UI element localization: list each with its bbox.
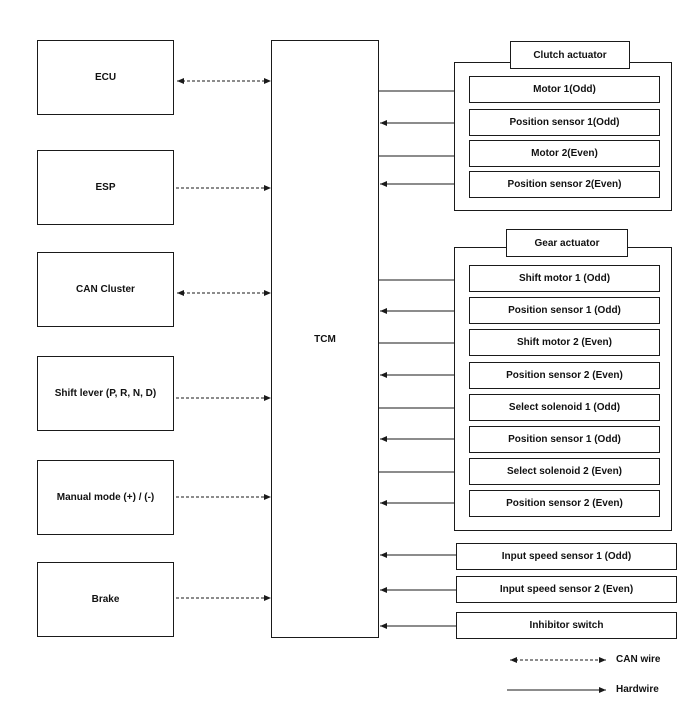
tcm-box: TCM (271, 40, 379, 638)
gear-item-label: Position sensor 1 (Odd) (508, 305, 621, 316)
gear-item: Select solenoid 2 (Even) (469, 458, 660, 485)
gear-item: Shift motor 1 (Odd) (469, 265, 660, 292)
input-label: Shift lever (P, R, N, D) (54, 388, 157, 399)
gear-item-label: Shift motor 2 (Even) (516, 337, 612, 348)
input-box-shift-lever: Shift lever (P, R, N, D) (37, 356, 174, 431)
sensor-label: Inhibitor switch (529, 620, 604, 631)
clutch-item: Position sensor 1(Odd) (469, 109, 660, 136)
gear-item: Select solenoid 1 (Odd) (469, 394, 660, 421)
gear-item: Position sensor 2 (Even) (469, 362, 660, 389)
gear-item: Shift motor 2 (Even) (469, 329, 660, 356)
input-box-can-cluster: CAN Cluster (37, 252, 174, 327)
sensor-inhibitor-switch: Inhibitor switch (456, 612, 677, 639)
input-label: CAN Cluster (76, 284, 135, 295)
sensor-label: Input speed sensor 1 (Odd) (501, 551, 632, 562)
gear-item: Position sensor 1 (Odd) (469, 297, 660, 324)
input-box-manual-mode: Manual mode (+) / (-) (37, 460, 174, 535)
clutch-item-label: Motor 2(Even) (531, 148, 598, 159)
gear-item-label: Position sensor 1 (Odd) (508, 434, 621, 445)
gear-item-label: Position sensor 2 (Even) (506, 370, 623, 381)
sensor-input-speed-2: Input speed sensor 2 (Even) (456, 576, 677, 603)
input-label: Manual mode (+) / (-) (56, 492, 155, 503)
input-label: Brake (91, 594, 120, 605)
clutch-actuator-title-text: Clutch actuator (533, 49, 607, 61)
tcm-label: TCM (314, 333, 336, 345)
clutch-item-label: Position sensor 1(Odd) (509, 117, 620, 128)
clutch-item: Position sensor 2(Even) (469, 171, 660, 198)
sensor-input-speed-1: Input speed sensor 1 (Odd) (456, 543, 677, 570)
input-label: ECU (94, 72, 117, 83)
gear-item: Position sensor 1 (Odd) (469, 426, 660, 453)
gear-item-label: Position sensor 2 (Even) (506, 498, 623, 509)
gear-item: Position sensor 2 (Even) (469, 490, 660, 517)
clutch-actuator-title: Clutch actuator (510, 41, 630, 69)
gear-item-label: Shift motor 1 (Odd) (518, 273, 611, 284)
input-label: ESP (95, 182, 116, 193)
legend-can-wire-label: CAN wire (616, 654, 661, 665)
clutch-item-label: Motor 1(Odd) (533, 84, 596, 95)
gear-item-label: Select solenoid 1 (Odd) (508, 402, 621, 413)
gear-actuator-title: Gear actuator (506, 229, 628, 257)
legend-hardwire-label: Hardwire (616, 684, 659, 695)
gear-actuator-title-text: Gear actuator (534, 237, 600, 249)
input-box-brake: Brake (37, 562, 174, 637)
clutch-item-label: Position sensor 2(Even) (507, 179, 622, 190)
input-box-esp: ESP (37, 150, 174, 225)
input-box-ecu: ECU (37, 40, 174, 115)
clutch-item: Motor 1(Odd) (469, 76, 660, 103)
clutch-item: Motor 2(Even) (469, 140, 660, 167)
sensor-label: Input speed sensor 2 (Even) (499, 584, 634, 595)
gear-item-label: Select solenoid 2 (Even) (506, 466, 623, 477)
